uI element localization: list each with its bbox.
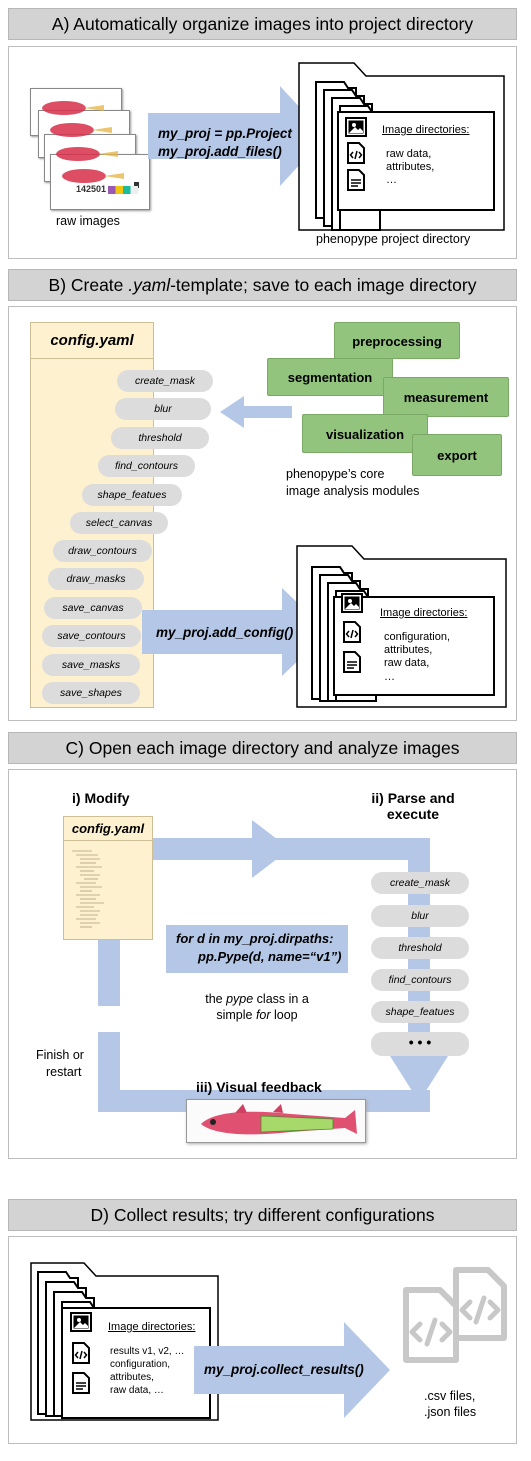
function-pill: save_masks	[42, 654, 140, 676]
module-visualization: visualization	[302, 414, 428, 453]
dir-line: attributes,	[110, 1372, 154, 1383]
project-directory-stack-d: Image directories: results v1, v2, … con…	[30, 1262, 220, 1422]
modules-caption-2: image analysis modules	[286, 484, 420, 498]
function-pill: draw_masks	[48, 568, 144, 590]
function-pill: create_mask	[371, 872, 469, 894]
arrow-b	[142, 588, 328, 676]
dir-line: attributes,	[384, 644, 433, 656]
code-pype: pp.Pype(d, name=“v1”)	[198, 949, 342, 964]
json-file-icon	[403, 1267, 507, 1363]
dir-line: raw data,	[386, 148, 432, 160]
document-icon	[347, 169, 365, 191]
finish-label-2: restart	[46, 1065, 82, 1079]
dir-line: raw data,	[384, 657, 430, 669]
dir-line: …	[384, 671, 395, 683]
project-directory-stack-b: Image directories: configuration, attrib…	[296, 545, 508, 709]
function-pill: threshold	[371, 937, 469, 959]
image-icon	[345, 117, 367, 137]
pype-code-box: for d in my_proj.dirpaths: pp.Pype(d, na…	[166, 925, 348, 973]
project-directory-label: phenopype project directory	[316, 232, 471, 246]
module-segmentation: segmentation	[267, 358, 393, 396]
code-collect-results: my_proj.collect_results()	[204, 1362, 364, 1377]
yaml-title: config.yaml	[31, 323, 153, 359]
section-a-header: A) Automatically organize images into pr…	[8, 8, 517, 40]
specimen-id: 142501	[76, 184, 107, 194]
step-visual-feedback: iii) Visual feedback	[196, 1079, 322, 1095]
code-file-icon	[343, 621, 361, 643]
module-measurement: measurement	[383, 377, 509, 417]
code-add-files: my_proj.add_files()	[158, 144, 282, 159]
section-c-header: C) Open each image directory and analyze…	[8, 732, 517, 764]
raw-images-label: raw images	[56, 214, 120, 228]
function-pill: save_contours	[42, 625, 141, 647]
module-export: export	[412, 434, 502, 476]
code-file-icon	[72, 1342, 90, 1364]
function-pill: select_canvas	[70, 512, 168, 534]
dir-line: results v1, v2, …	[110, 1346, 185, 1357]
dir-line: configuration,	[110, 1359, 171, 1370]
step-modify: i) Modify	[72, 790, 130, 806]
function-pill: threshold	[111, 427, 209, 449]
code-create-project: my_proj = pp.Project	[158, 126, 292, 141]
analysis-loop-arrows	[80, 820, 448, 1112]
function-pill: shape_featues	[82, 484, 182, 506]
function-pill: find_contours	[98, 455, 195, 477]
pype-caption-1: the pype class in a	[205, 992, 309, 1006]
yaml-title: config.yaml	[64, 817, 152, 841]
code-file-icon	[347, 142, 365, 164]
dir-line: attributes,	[386, 161, 435, 173]
section-b-header: B) Create .yaml-template; save to each i…	[8, 269, 517, 301]
yaml-content-lines	[72, 850, 104, 928]
arrow-modules-to-yaml	[220, 396, 292, 428]
document-icon	[343, 651, 361, 673]
image-icon	[70, 1312, 92, 1332]
arrow-d	[194, 1322, 390, 1418]
files-label-2: .json files	[424, 1405, 477, 1419]
arrow-a	[148, 86, 326, 186]
fish-specimen-icon	[42, 101, 139, 188]
dir-heading-d: Image directories:	[108, 1321, 196, 1333]
feedback-image	[186, 1099, 366, 1143]
config-yaml-editor: config.yaml	[63, 816, 153, 940]
code-loop: for d in my_proj.dirpaths:	[176, 931, 334, 946]
fish-specimen-icon	[201, 1104, 357, 1135]
function-pill: find_contours	[371, 969, 469, 991]
image-icon	[341, 593, 363, 613]
raw-image-stack: 142501	[30, 88, 150, 210]
files-label-1: .csv files,	[424, 1389, 476, 1403]
function-pill: save_canvas	[44, 597, 142, 619]
more-steps: • • •	[371, 1032, 469, 1056]
document-icon	[72, 1372, 90, 1394]
function-pill: shape_featues	[371, 1001, 469, 1023]
function-pill: blur	[371, 905, 469, 927]
module-preprocessing: preprocessing	[334, 322, 460, 359]
function-pill: create_mask	[117, 370, 213, 392]
pype-caption-2: simple for loop	[216, 1008, 298, 1022]
project-directory-stack-a: Image directories: raw data, attributes,…	[298, 62, 506, 232]
dir-line: configuration,	[384, 631, 451, 643]
color-card	[108, 186, 138, 194]
dir-line: …	[386, 174, 397, 186]
dir-heading-b: Image directories:	[380, 607, 468, 619]
code-add-config: my_proj.add_config()	[156, 625, 294, 640]
function-pill: draw_contours	[53, 540, 152, 562]
modules-caption-1: phenopype’s core	[286, 467, 385, 481]
dir-line: raw data, …	[110, 1385, 164, 1396]
function-pill: save_shapes	[42, 682, 140, 704]
function-pill: blur	[115, 398, 211, 420]
dir-heading-a: Image directories:	[382, 124, 470, 136]
finish-label-1: Finish or	[36, 1048, 84, 1062]
section-d-header: D) Collect results; try different config…	[8, 1199, 517, 1231]
